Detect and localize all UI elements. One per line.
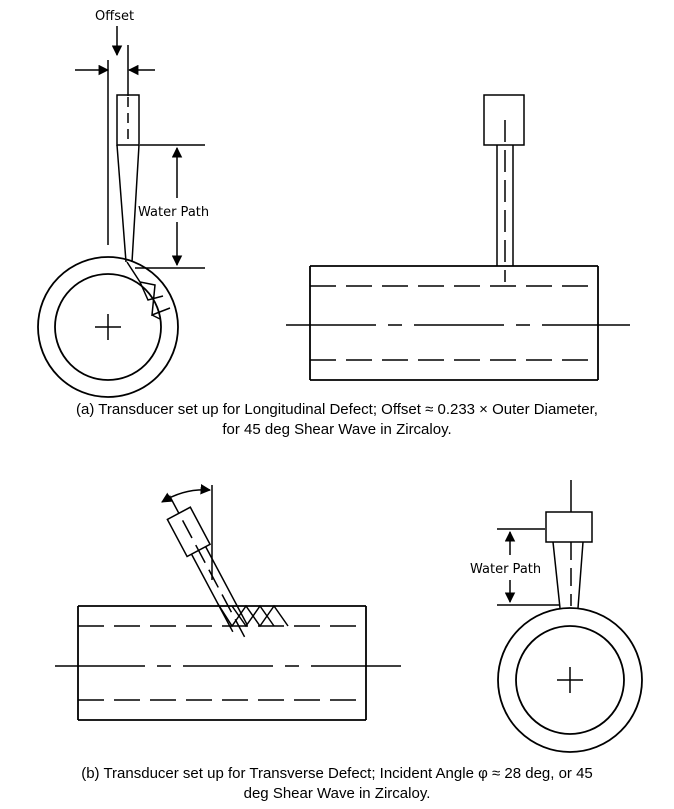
inner-wall-b: [515, 625, 625, 735]
water-path-label-a: Water Path: [138, 205, 209, 220]
tube-cross-section-b: [497, 480, 643, 753]
water-path-label-b: Water Path: [470, 562, 541, 577]
figure-b: Water Path: [55, 480, 643, 753]
transducer-body-a-right: [483, 94, 525, 146]
beam-left-b: [190, 553, 234, 633]
water-path-dimension-a: Water Path: [135, 144, 209, 269]
beam-right-b: [204, 546, 248, 625]
tube-cross-section-a: [37, 256, 179, 398]
caption-a-line1: (a) Transducer set up for Longitudinal D…: [76, 401, 598, 418]
transducer-axis-b: [168, 495, 247, 640]
beam-b-right: [552, 541, 584, 609]
transducer-a-left: [116, 94, 140, 263]
caption-a: (a) Transducer set up for Longitudinal D…: [0, 400, 674, 440]
caption-a-line2: for 45 deg Shear Wave in Zircaloy.: [222, 421, 452, 438]
transducer-b-left: [166, 495, 248, 640]
tube-side-view-a: [286, 94, 630, 381]
outer-wall: [37, 256, 179, 398]
transducer-body-b-right: [545, 511, 593, 543]
offset-dimension: Offset: [75, 9, 155, 96]
incident-angle: [161, 484, 213, 580]
shear-wave-zigzag: [217, 603, 289, 628]
inner-wall: [54, 273, 162, 381]
water-path-dimension-b: Water Path: [470, 528, 560, 606]
transducer-body: [116, 94, 140, 146]
caption-b-line2: deg Shear Wave in Zircaloy.: [243, 785, 431, 802]
outer-wall-b: [497, 607, 643, 753]
ultrasonic-beam: [116, 144, 140, 263]
offset-label: Offset: [95, 9, 134, 24]
caption-b-line1: (b) Transducer set up for Transverse Def…: [81, 765, 593, 782]
figure-a: Offset Water Path: [37, 9, 630, 398]
tube-side-view-b: [55, 603, 405, 721]
angle-arc: [161, 484, 212, 503]
caption-b: (b) Transducer set up for Transverse Def…: [0, 764, 674, 804]
shear-wave-path: [126, 261, 171, 320]
